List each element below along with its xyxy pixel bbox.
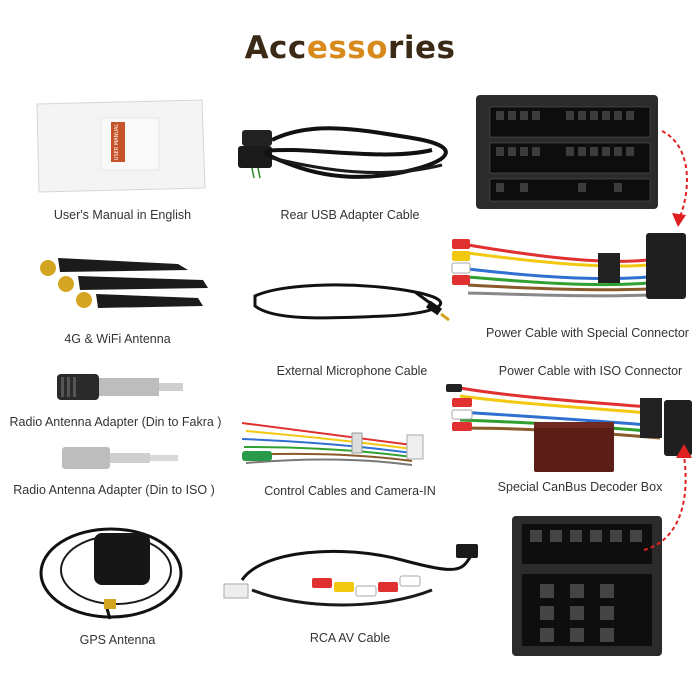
caption-gps-antenna: GPS Antenna [79, 633, 156, 647]
arrow-bottom-icon [640, 440, 695, 565]
microphone-cable-image [245, 278, 450, 333]
gps-antenna-image [36, 515, 196, 630]
page-title: Accessories [0, 30, 700, 66]
antenna-4g-wifi-image [38, 250, 213, 320]
special-connector-image [474, 93, 664, 218]
fakra-adapter-image [57, 372, 187, 407]
rca-av-cable-image [222, 540, 482, 625]
caption-canbus-decoder: Special CanBus Decoder Box [497, 480, 663, 494]
caption-rear-usb-cable: Rear USB Adapter Cable [280, 208, 420, 222]
caption-fakra-adapter: Radio Antenna Adapter (Din to Fakra ) [9, 415, 222, 429]
caption-control-cables: Control Cables and Camera-IN [264, 484, 436, 498]
caption-4g-wifi-antenna: 4G & WiFi Antenna [64, 332, 171, 346]
title-part-3: ries [388, 30, 456, 66]
control-cables-image [232, 415, 427, 480]
caption-iso-adapter: Radio Antenna Adapter (Din to ISO ) [13, 483, 215, 497]
caption-power-iso: Power Cable with ISO Connector [498, 364, 683, 378]
users-manual-image: USER MANUAL [36, 99, 207, 197]
manual-cover-text: USER MANUAL [114, 124, 120, 161]
caption-microphone-cable: External Microphone Cable [276, 364, 428, 378]
power-cable-special-image [448, 225, 693, 320]
rear-usb-cable-image [232, 110, 462, 195]
iso-adapter-image [62, 445, 182, 476]
canbus-decoder-box-image [532, 420, 617, 480]
iso-connector-image [510, 514, 665, 664]
caption-users-manual: User's Manual in English [53, 208, 192, 222]
arrow-top-icon [660, 125, 700, 240]
title-part-2: esso [306, 30, 389, 66]
title-part-1: Acc [244, 30, 307, 66]
caption-rca-av-cable: RCA AV Cable [309, 631, 391, 645]
caption-power-special: Power Cable with Special Connector [486, 326, 689, 340]
